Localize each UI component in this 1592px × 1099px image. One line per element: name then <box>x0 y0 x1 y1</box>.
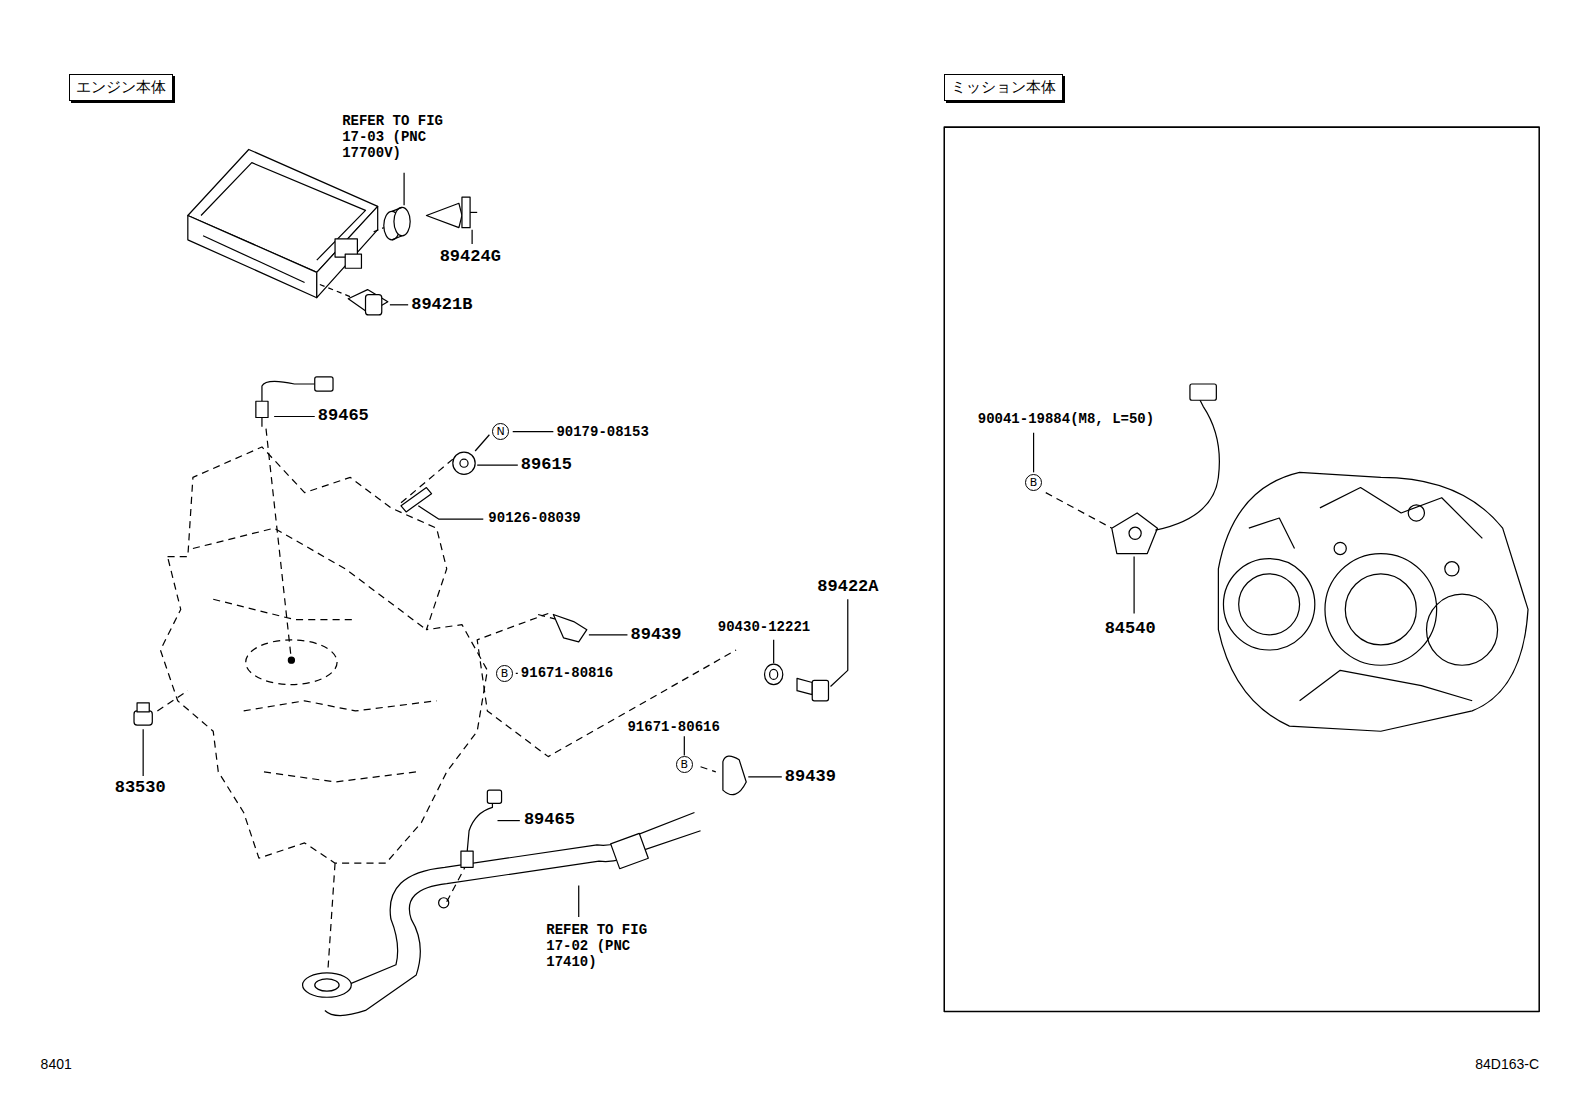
part-number: 91671-80816 <box>521 665 613 681</box>
symbol-circle: B <box>676 756 693 773</box>
reference-note: REFER TO FIG 17-03 (PNC 17700V) <box>342 113 443 161</box>
part-number: 89439 <box>785 767 836 787</box>
part-number: 89465 <box>318 406 369 426</box>
part-number: 89439 <box>631 625 682 645</box>
symbol-letter: B <box>501 667 509 680</box>
section-heading: エンジン本体 <box>69 74 173 101</box>
part-number: 90041-19884(M8, L=50) <box>978 411 1154 427</box>
symbol-letter: N <box>496 425 504 438</box>
part-number: 89615 <box>521 455 572 475</box>
section-heading: ミッション本体 <box>944 74 1063 101</box>
heading-text: エンジン本体 <box>76 78 166 96</box>
reference-note: REFER TO FIG 17-02 (PNC 17410) <box>546 922 647 970</box>
part-number: 90126-08039 <box>488 510 580 526</box>
part-number: 89422A <box>817 577 878 597</box>
symbol-circle: B <box>1025 474 1042 491</box>
part-number: 91671-80616 <box>627 719 719 735</box>
symbol-letter: B <box>681 758 689 771</box>
part-number: 90179-08153 <box>556 423 648 439</box>
symbol-circle: N <box>492 423 509 440</box>
part-number: 83530 <box>115 778 166 798</box>
part-number: 89424G <box>440 247 501 267</box>
symbol-circle: B <box>496 665 513 682</box>
symbol-letter: B <box>1030 476 1038 489</box>
part-number: 84540 <box>1105 620 1156 640</box>
part-number: 89465 <box>524 811 575 831</box>
heading-text: ミッション本体 <box>951 78 1056 96</box>
part-number: 90430-12221 <box>718 619 810 635</box>
figure-number: 8401 <box>41 1056 72 1072</box>
part-number: 89421B <box>411 295 472 315</box>
figure-code: 84D163-C <box>1475 1056 1539 1072</box>
